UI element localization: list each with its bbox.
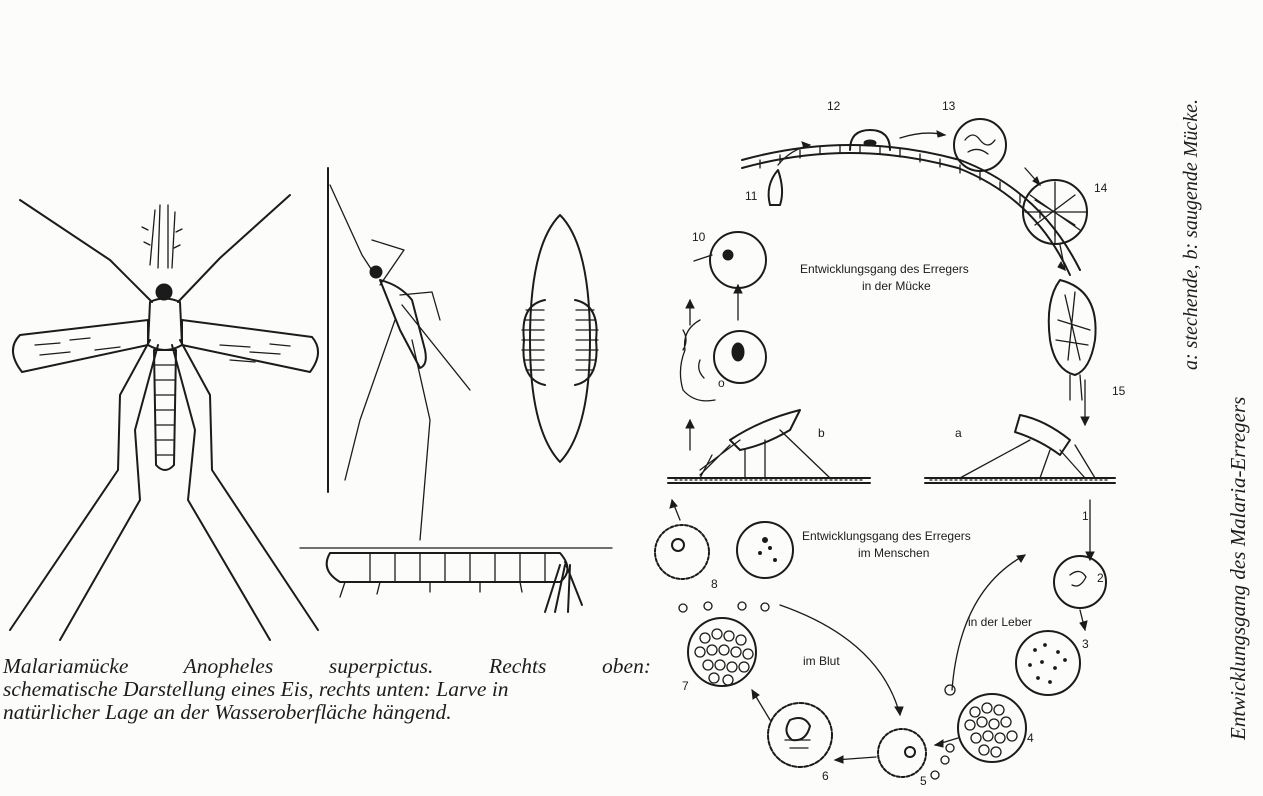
stage-number-2: 2 xyxy=(1097,571,1104,585)
stage-number-8: 8 xyxy=(711,577,718,591)
mosquito-cycle-label-line1: Entwicklungsgang des Erregers xyxy=(800,262,969,276)
stage-number-12: 12 xyxy=(827,99,841,113)
human-cycle-label-line1: Entwicklungsgang des Erregers xyxy=(802,529,971,543)
stage-number-6: 6 xyxy=(822,769,829,783)
caption-line-2: schematische Darstellung eines Eis, rech… xyxy=(3,678,651,701)
mosquito-top-view xyxy=(10,195,318,640)
mosquito-a-label: a xyxy=(955,426,962,440)
malaria-cycle-diagram: 1 2 3 4 5 6 7 8 10 11 12 13 14 15 Entwic… xyxy=(655,99,1126,788)
liver-label: in der Leber xyxy=(968,615,1032,629)
stage-number-3: 3 xyxy=(1082,637,1089,651)
mosquito-larva xyxy=(300,548,612,612)
side-caption-cycle-title: Entwicklungsgang des Malaria-Erregers xyxy=(1226,397,1251,740)
stage-number-11: 11 xyxy=(745,189,758,203)
human-cycle-label-line2: im Menschen xyxy=(858,546,929,560)
stage-number-5: 5 xyxy=(920,774,927,788)
stage-number-4: 4 xyxy=(1027,731,1034,745)
mosquito-b-label: b xyxy=(818,426,825,440)
stage-number-7: 7 xyxy=(682,679,689,693)
caption-line-1: Malariamücke Anopheles superpictus. Rech… xyxy=(3,655,651,678)
stage-number-1: 1 xyxy=(1082,509,1089,523)
mosquito-cycle-label-line2: in der Mücke xyxy=(862,279,931,293)
stage-number-15: 15 xyxy=(1112,384,1126,398)
side-caption-mosquito-types: a: stechende, b: saugende Mücke. xyxy=(1180,99,1203,370)
caption-line-3: natürlicher Lage an der Wasseroberfläche… xyxy=(3,701,651,724)
stage-o-label: o xyxy=(718,376,725,390)
mosquito-egg xyxy=(522,215,598,462)
stage-number-14: 14 xyxy=(1094,181,1108,195)
mosquito-side-view xyxy=(328,168,470,540)
figure-caption: Malariamücke Anopheles superpictus. Rech… xyxy=(3,655,651,724)
stage-number-10: 10 xyxy=(692,230,706,244)
stage-number-13: 13 xyxy=(942,99,956,113)
blood-label: im Blut xyxy=(803,654,840,668)
